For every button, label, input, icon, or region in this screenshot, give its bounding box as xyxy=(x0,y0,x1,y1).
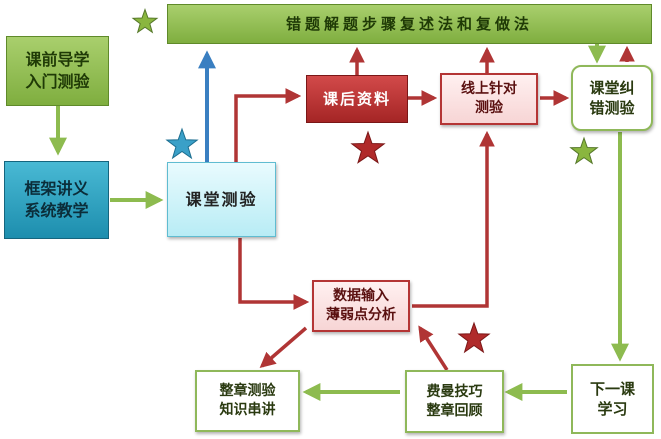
box-class-test[interactable]: 课堂测验 xyxy=(167,162,276,237)
banner-error-review-method[interactable]: 错题解题步骤复述法和复做法 xyxy=(167,4,652,44)
box-class-correction-test[interactable]: 课堂纠 错测验 xyxy=(571,65,653,131)
star-icon xyxy=(350,130,386,164)
box-after-class-materials[interactable]: 课后资料 xyxy=(306,75,408,123)
star-icon xyxy=(457,321,491,354)
star-icon xyxy=(165,127,199,160)
box-feynman-review[interactable]: 费曼技巧 整章回顾 xyxy=(405,370,504,433)
arrow-datainput-to-online xyxy=(412,130,495,308)
arrow-datainput-to-chapter xyxy=(259,326,308,369)
star-icon xyxy=(569,136,599,165)
box-next-lesson[interactable]: 下一课 学习 xyxy=(571,364,654,434)
arrow-classtest-to-datainput xyxy=(238,238,310,310)
arrow-tips-to-datainput xyxy=(418,325,449,371)
box-framework-teaching[interactable]: 框架讲义 系统教学 xyxy=(4,161,109,239)
arrow-classtest-to-afterclass xyxy=(234,88,302,162)
box-chapter-test[interactable]: 整章测验 知识串讲 xyxy=(195,370,300,432)
box-online-targeted-test[interactable]: 线上针对 测验 xyxy=(440,73,538,125)
box-pre-class-guide[interactable]: 课前导学 入门测验 xyxy=(6,36,109,106)
box-data-input-analysis[interactable]: 数据输入 薄弱点分析 xyxy=(312,280,410,332)
star-icon xyxy=(131,7,159,34)
